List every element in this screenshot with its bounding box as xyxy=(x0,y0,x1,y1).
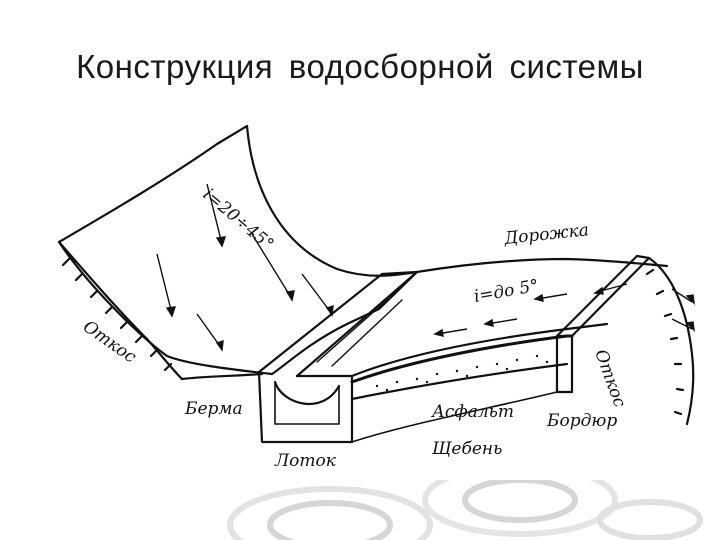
drainage-diagram: i=20÷45° Дорожка i=до 5° Откос Берма Асф… xyxy=(47,124,707,480)
path-surface xyxy=(350,322,609,378)
label-path: Дорожка xyxy=(502,220,589,249)
label-gravel: Щебень xyxy=(431,439,502,459)
slide-title: Конструкция водосборной системы xyxy=(76,48,644,85)
drainage-diagram-drawing: i=20÷45° Дорожка i=до 5° Откос Берма Асф… xyxy=(57,124,695,471)
label-slope-grade: i=20÷45° xyxy=(199,185,278,255)
label-curb: Бордюр xyxy=(546,411,617,431)
label-path-grade: i=до 5° xyxy=(472,276,540,307)
gutter-trough xyxy=(257,370,354,444)
curb xyxy=(555,334,574,394)
label-asphalt: Асфальт xyxy=(431,402,514,422)
label-gutter: Лоток xyxy=(274,451,337,471)
label-berm: Берма xyxy=(184,399,243,419)
label-right-slope: Откос xyxy=(590,347,629,411)
